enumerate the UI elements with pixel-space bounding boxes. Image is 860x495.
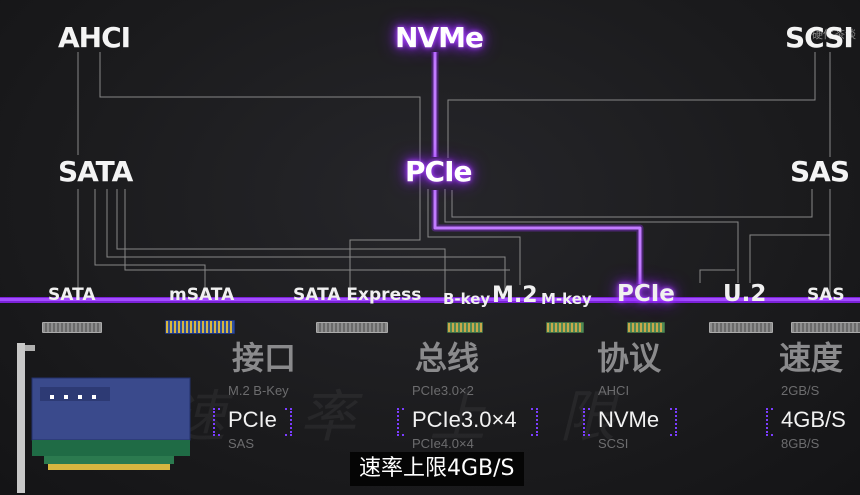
- interface-b-key: B-key: [443, 290, 491, 308]
- interface-sata-express: SATA Express: [293, 285, 422, 305]
- summary-bus-above: PCIe3.0×2: [412, 383, 474, 398]
- bracket-left: [397, 408, 404, 436]
- summary-protocol-title: 协议: [597, 339, 662, 377]
- sata-express-connector-image: [316, 322, 388, 333]
- interface-sas: SAS: [807, 285, 845, 305]
- summary-bus-title: 总线: [415, 339, 480, 377]
- interface-m2: M.2: [492, 283, 538, 308]
- sata-connector-image: [42, 322, 102, 333]
- interface-pcie: PCIe: [617, 281, 675, 307]
- bus-sas: SAS: [790, 155, 850, 188]
- bracket-right: [670, 408, 677, 436]
- summary-speed-title: 速度: [779, 339, 844, 377]
- summary-protocol-below: SCSI: [598, 436, 629, 451]
- summary-interface-below: SAS: [228, 436, 255, 451]
- interface-sata: SATA: [48, 285, 96, 305]
- sas-connector-image: [791, 322, 860, 333]
- bracket-right: [531, 408, 538, 436]
- interface-msata: mSATA: [169, 285, 235, 305]
- bracket-left: [583, 408, 590, 436]
- msata-connector-image: [165, 320, 235, 334]
- u2-connector-image: [709, 322, 773, 333]
- summary-speed-above: 2GB/S: [781, 383, 820, 398]
- bracket-right: [285, 408, 292, 436]
- watermark: 硬件茶谈: [812, 28, 856, 41]
- interface-m-key: M-key: [541, 290, 592, 308]
- summary-interface-above: M.2 B-Key: [228, 383, 289, 398]
- interface-u2: U.2: [723, 281, 767, 307]
- summary-protocol-value: NVMe: [598, 407, 660, 432]
- pcie-card-image: [17, 343, 191, 493]
- summary-interface-value: PCIe: [228, 407, 277, 432]
- m2-m-key-connector-image: [546, 322, 584, 333]
- summary-interface-title: 接口: [232, 339, 297, 377]
- protocol-nvme: NVMe: [395, 21, 484, 54]
- m2-b-key-connector-image: [447, 322, 483, 333]
- pcie-connector-image: [627, 322, 665, 333]
- summary-bus-value: PCIe3.0×4: [412, 407, 517, 432]
- summary-speed-below: 8GB/S: [781, 436, 820, 451]
- bus-sata: SATA: [58, 155, 133, 188]
- summary-protocol-above: AHCI: [598, 383, 630, 398]
- protocol-scsi: SCSI: [785, 21, 854, 54]
- summary-bus-below: PCIe4.0×4: [412, 436, 474, 451]
- bracket-left: [766, 408, 773, 436]
- subtitle: 速率上限4GB/S: [350, 452, 524, 486]
- bracket-left: [213, 408, 220, 436]
- protocol-ahci: AHCI: [58, 21, 131, 54]
- summary-speed-value: 4GB/S: [781, 407, 846, 432]
- bus-pcie: PCIe: [405, 155, 472, 188]
